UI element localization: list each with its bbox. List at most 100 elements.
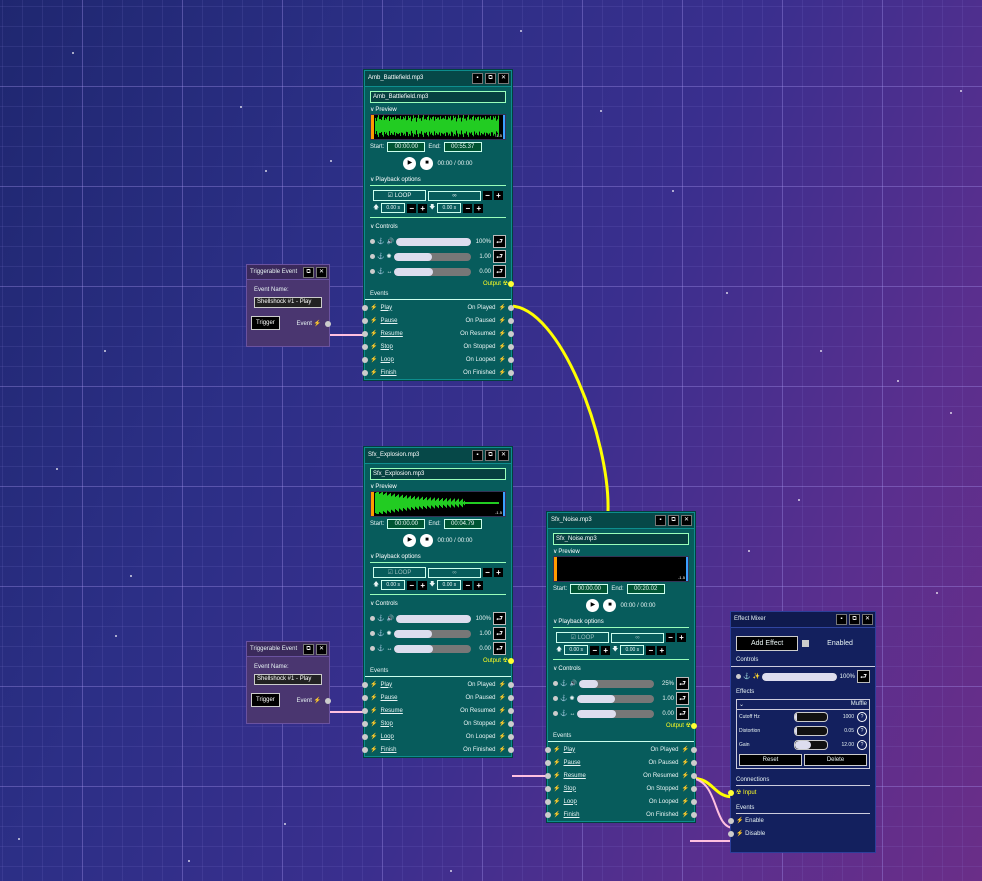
detach-icon[interactable]: ⧉ bbox=[303, 267, 314, 278]
event-input-stop[interactable]: ⚡Stop bbox=[370, 720, 393, 728]
minimize-icon[interactable]: ▪ bbox=[836, 614, 847, 625]
disable-port[interactable] bbox=[728, 831, 734, 837]
pan-port[interactable] bbox=[370, 269, 375, 274]
playhead-end-marker[interactable] bbox=[503, 115, 505, 139]
effect-param-slider[interactable] bbox=[794, 726, 828, 736]
detach-icon[interactable]: ⧉ bbox=[668, 515, 679, 526]
waveform-preview[interactable]: -1.5 bbox=[370, 114, 506, 140]
event-in-port[interactable] bbox=[362, 318, 368, 324]
mixer-input-port[interactable] bbox=[728, 790, 734, 796]
play-icon[interactable]: ▶ bbox=[403, 157, 417, 170]
waveform-preview[interactable]: -1.5 bbox=[370, 491, 506, 517]
detach-icon[interactable]: ⧉ bbox=[849, 614, 860, 625]
playhead-start-marker[interactable] bbox=[554, 557, 557, 581]
event-input-loop[interactable]: ⚡Loop bbox=[553, 798, 577, 806]
detach-icon[interactable]: ⧉ bbox=[303, 644, 314, 655]
play-icon[interactable]: ▶ bbox=[403, 534, 417, 547]
output-port[interactable] bbox=[508, 658, 514, 664]
fade-out-increment-button[interactable]: + bbox=[474, 580, 484, 590]
fade-in-increment-button[interactable]: + bbox=[418, 580, 428, 590]
event-in-port[interactable] bbox=[545, 786, 551, 792]
reset-pitch-icon[interactable]: ⮐ bbox=[493, 250, 506, 263]
waveform-preview[interactable]: -1.5 bbox=[553, 556, 689, 582]
reset-volume-icon[interactable]: ⮐ bbox=[493, 612, 506, 625]
start-time-field[interactable]: 00:00.00 bbox=[570, 584, 609, 594]
pan-slider[interactable] bbox=[394, 644, 471, 653]
fade-out-decrement-button[interactable]: − bbox=[463, 203, 473, 213]
minimize-icon[interactable]: ▪ bbox=[655, 515, 666, 526]
add-effect-button[interactable]: Add Effect bbox=[736, 636, 799, 651]
help-icon[interactable]: ? bbox=[857, 712, 867, 722]
preview-section-toggle[interactable]: Preview bbox=[365, 103, 511, 113]
event-out-port[interactable] bbox=[508, 318, 514, 324]
start-time-field[interactable]: 00:00.00 bbox=[387, 519, 426, 529]
volume-port[interactable] bbox=[553, 681, 558, 686]
reset-pitch-icon[interactable]: ⮐ bbox=[493, 627, 506, 640]
event-input-finish[interactable]: ⚡Finish bbox=[553, 811, 580, 819]
volume-slider[interactable] bbox=[395, 237, 471, 246]
stop-icon[interactable]: ■ bbox=[603, 599, 617, 612]
pitch-port[interactable] bbox=[370, 631, 375, 636]
event-input-play[interactable]: ⚡Play bbox=[553, 746, 576, 754]
event-out-port[interactable] bbox=[508, 370, 514, 376]
event-out-port[interactable] bbox=[508, 682, 514, 688]
event-out-port[interactable] bbox=[691, 760, 697, 766]
event-in-port[interactable] bbox=[362, 682, 368, 688]
reset-effect-button[interactable]: Reset bbox=[739, 754, 802, 766]
pan-slider[interactable] bbox=[394, 267, 471, 276]
fade-out-increment-button[interactable]: + bbox=[474, 203, 484, 213]
chevron-down-icon[interactable]: ⌄ bbox=[739, 702, 745, 708]
playhead-end-marker[interactable] bbox=[503, 492, 505, 516]
playback-section-toggle[interactable]: Playback options bbox=[548, 615, 694, 625]
stop-icon[interactable]: ■ bbox=[420, 534, 434, 547]
event-in-port[interactable] bbox=[362, 721, 368, 727]
loop-decrement-button[interactable]: − bbox=[483, 568, 492, 577]
event-out-port[interactable] bbox=[508, 357, 514, 363]
help-icon[interactable]: ? bbox=[857, 726, 867, 736]
loop-decrement-button[interactable]: − bbox=[483, 191, 492, 200]
loop-toggle[interactable]: ☑ LOOP bbox=[373, 567, 426, 578]
fade-in-decrement-button[interactable]: − bbox=[407, 580, 417, 590]
event-in-port[interactable] bbox=[362, 331, 368, 337]
pitch-port[interactable] bbox=[553, 696, 558, 701]
reset-volume-icon[interactable]: ⮐ bbox=[676, 677, 689, 690]
loop-count-field[interactable]: ∞ bbox=[428, 190, 481, 201]
fade-in-field[interactable]: 0.00 s bbox=[381, 580, 406, 590]
pitch-port[interactable] bbox=[370, 254, 375, 259]
effect-param-slider[interactable] bbox=[794, 712, 828, 722]
event-input-stop[interactable]: ⚡Stop bbox=[370, 343, 393, 351]
event-out-port[interactable] bbox=[691, 799, 697, 805]
loop-count-field[interactable]: ∞ bbox=[611, 632, 664, 643]
event-in-port[interactable] bbox=[362, 747, 368, 753]
event-input-pause[interactable]: ⚡Pause bbox=[553, 759, 581, 767]
fade-out-decrement-button[interactable]: − bbox=[463, 580, 473, 590]
event-out-port[interactable] bbox=[508, 734, 514, 740]
stop-icon[interactable]: ■ bbox=[420, 157, 434, 170]
event-output-port[interactable] bbox=[325, 697, 331, 704]
event-out-port[interactable] bbox=[691, 773, 697, 779]
event-out-port[interactable] bbox=[508, 344, 514, 350]
pan-slider[interactable] bbox=[577, 709, 654, 718]
event-input-loop[interactable]: ⚡Loop bbox=[370, 733, 394, 741]
loop-count-field[interactable]: ∞ bbox=[428, 567, 481, 578]
reset-pan-icon[interactable]: ⮐ bbox=[676, 707, 689, 720]
file-input[interactable]: Sfx_Noise.mp3 bbox=[553, 533, 689, 545]
event-input-play[interactable]: ⚡Play bbox=[370, 681, 393, 689]
event-out-port[interactable] bbox=[508, 331, 514, 337]
preview-section-toggle[interactable]: Preview bbox=[365, 480, 511, 490]
event-input-resume[interactable]: ⚡Resume bbox=[553, 772, 586, 780]
event-out-port[interactable] bbox=[691, 812, 697, 818]
end-time-field[interactable]: 00:20.02 bbox=[626, 584, 665, 594]
event-out-port[interactable] bbox=[691, 786, 697, 792]
event-out-port[interactable] bbox=[508, 721, 514, 727]
effect-param-slider[interactable] bbox=[794, 740, 828, 750]
loop-increment-button[interactable]: + bbox=[494, 568, 503, 577]
event-input-finish[interactable]: ⚡Finish bbox=[370, 746, 397, 754]
file-input[interactable]: Sfx_Explosion.mp3 bbox=[370, 468, 506, 480]
volume-slider[interactable] bbox=[395, 614, 471, 623]
event-out-port[interactable] bbox=[508, 747, 514, 753]
fade-in-decrement-button[interactable]: − bbox=[590, 645, 600, 655]
trigger-button[interactable]: Trigger bbox=[251, 693, 280, 707]
detach-icon[interactable]: ⧉ bbox=[485, 450, 496, 461]
loop-increment-button[interactable]: + bbox=[677, 633, 686, 642]
